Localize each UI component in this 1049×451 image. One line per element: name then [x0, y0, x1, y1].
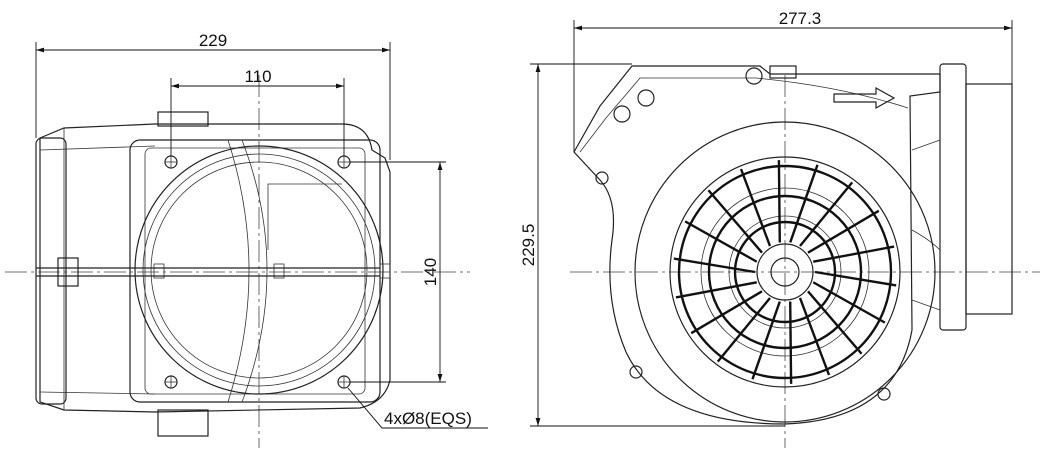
airflow-arrow-icon: [833, 86, 896, 110]
side-fan-hub: [756, 243, 814, 301]
fan-spoke: [814, 270, 897, 287]
fan-spoke: [798, 297, 831, 376]
fan-spoke: [789, 164, 819, 243]
mounting-hole-top-right: [337, 155, 351, 169]
side-boss-top-left: [613, 105, 631, 123]
side-outlet-flange: [939, 63, 967, 331]
dimension-hole-spacing-vertical: 140: [421, 258, 440, 286]
fan-spoke: [707, 189, 763, 254]
fan-spoke: [807, 290, 863, 355]
mounting-hole-bottom-left: [164, 375, 178, 389]
side-outlet-duct: [965, 83, 1013, 315]
fan-spoke: [684, 220, 758, 263]
front-bottom-tab: [157, 409, 209, 437]
hole-callout: 4xØ8(EQS): [384, 409, 472, 428]
dimension-overall-width: 229: [199, 31, 227, 50]
fan-spoke: [789, 301, 793, 384]
fan-spoke: [675, 281, 758, 299]
fan-spoke: [799, 181, 854, 247]
side-volute-housing: [573, 65, 941, 425]
side-fan-spokes: [673, 160, 897, 384]
fan-spoke: [690, 290, 763, 335]
fan-spoke: [673, 257, 756, 274]
dimension-overall-length: 277.3: [779, 9, 822, 28]
side-view: 277.3 229.5: [519, 9, 1040, 448]
dimension-overall-height: 229.5: [519, 224, 538, 267]
fan-spoke: [751, 301, 781, 380]
front-motor-box: [35, 137, 67, 405]
fan-spoke: [716, 297, 771, 363]
front-housing-outline: [39, 123, 391, 413]
fan-spoke: [807, 209, 880, 254]
mounting-hole-top-left: [164, 155, 178, 169]
fan-spoke: [739, 168, 772, 247]
hole-callout-leader: [347, 387, 488, 429]
front-view: 229 110 140 4xØ8(EQS): [5, 31, 488, 448]
fan-spoke: [812, 281, 886, 324]
fan-spoke: [812, 245, 895, 263]
front-outlet-ring: [134, 145, 384, 395]
fan-spoke: [777, 160, 781, 243]
side-fan-outer-ring: [634, 121, 936, 423]
side-fan-grille: [669, 156, 901, 388]
front-top-tab: [157, 111, 209, 127]
dimension-hole-spacing-horizontal: 110: [244, 67, 271, 86]
mounting-hole-bottom-right: [337, 375, 351, 389]
